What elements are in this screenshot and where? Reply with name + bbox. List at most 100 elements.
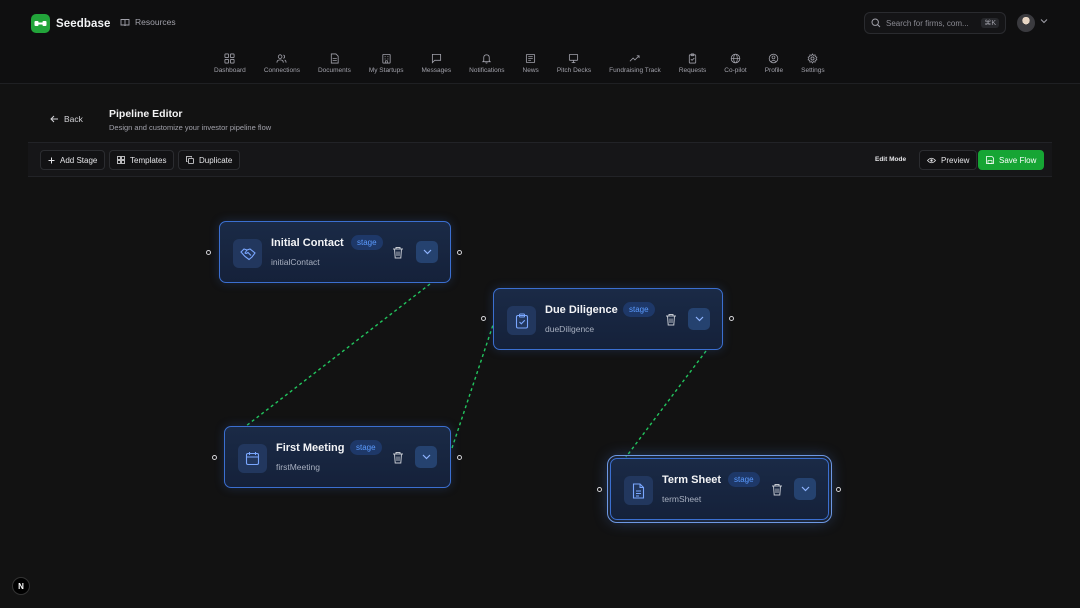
nav-label: Documents — [318, 67, 351, 74]
nav-item-profile[interactable]: Profile — [756, 53, 792, 74]
stage-node-initial-contact[interactable]: Initial Contact stage initialContact — [219, 221, 451, 283]
preview-label: Preview — [941, 156, 969, 165]
search-input[interactable]: Search for firms, com... ⌘K — [864, 12, 1006, 34]
stage-badge: stage — [350, 440, 382, 455]
duplicate-button[interactable]: Duplicate — [178, 150, 240, 170]
stage-node-first-meeting[interactable]: First Meeting stage firstMeeting — [224, 426, 451, 488]
trash-icon[interactable] — [665, 313, 677, 326]
output-handle[interactable] — [729, 316, 734, 321]
plus-icon — [48, 157, 55, 164]
back-button[interactable]: Back — [50, 114, 83, 124]
brand[interactable]: Seedbase — [31, 14, 111, 33]
expand-button[interactable] — [794, 478, 816, 500]
page-subtitle: Design and customize your investor pipel… — [109, 123, 271, 132]
grid-icon — [117, 156, 125, 164]
nav-label: Fundraising Track — [609, 67, 661, 74]
chevron-down-icon[interactable] — [1040, 18, 1048, 24]
nav-label: Settings — [801, 67, 825, 74]
output-handle[interactable] — [836, 487, 841, 492]
edge-first-to-due[interactable] — [452, 325, 493, 448]
nav-item-news[interactable]: News — [514, 53, 548, 74]
nav-label: Messages — [422, 67, 452, 74]
nav-item-pitch-decks[interactable]: Pitch Decks — [548, 53, 600, 74]
node-id: termSheet — [662, 494, 701, 504]
dashboard-icon — [224, 53, 235, 64]
calendar-icon — [238, 444, 267, 473]
trash-icon[interactable] — [392, 451, 404, 464]
nav-item-co-pilot[interactable]: Co-pilot — [715, 53, 755, 74]
output-handle[interactable] — [457, 250, 462, 255]
chevron-down-icon — [423, 249, 432, 255]
file-text-icon — [624, 476, 653, 505]
node-title: Initial Contact — [271, 237, 344, 249]
input-handle[interactable] — [212, 455, 217, 460]
edge-due-to-term[interactable] — [626, 351, 706, 457]
top-bar: Seedbase Resources Search for firms, com… — [0, 0, 1080, 84]
globe-icon — [730, 53, 741, 64]
document-icon — [329, 53, 340, 64]
save-flow-button[interactable]: Save Flow — [978, 150, 1044, 170]
edge-initial-to-first[interactable] — [246, 284, 430, 426]
nav-label: News — [523, 67, 539, 74]
nav-item-requests[interactable]: Requests — [670, 53, 715, 74]
nav-label: Profile — [765, 67, 783, 74]
input-handle[interactable] — [597, 487, 602, 492]
stage-badge: stage — [728, 472, 760, 487]
book-icon — [120, 18, 130, 27]
duplicate-label: Duplicate — [199, 156, 232, 165]
input-handle[interactable] — [481, 316, 486, 321]
templates-button[interactable]: Templates — [109, 150, 174, 170]
gear-icon — [807, 53, 818, 64]
nav-item-dashboard[interactable]: Dashboard — [205, 53, 255, 74]
nav-item-messages[interactable]: Messages — [413, 53, 461, 74]
output-handle[interactable] — [457, 455, 462, 460]
nav-item-settings[interactable]: Settings — [792, 53, 834, 74]
node-id: firstMeeting — [276, 462, 320, 472]
trash-icon[interactable] — [392, 246, 404, 259]
node-id: dueDiligence — [545, 324, 594, 334]
node-title: Due Diligence — [545, 304, 618, 316]
page-title: Pipeline Editor — [109, 108, 183, 120]
message-icon — [431, 53, 442, 64]
stage-node-due-diligence[interactable]: Due Diligence stage dueDiligence — [493, 288, 723, 350]
nav-label: Pitch Decks — [557, 67, 591, 74]
edit-mode-label[interactable]: Edit Mode — [875, 156, 906, 163]
preview-button[interactable]: Preview — [919, 150, 977, 170]
search-icon — [871, 18, 881, 28]
dev-indicator-badge[interactable]: N — [12, 577, 30, 595]
main-nav: Dashboard Connections Documents My Start… — [205, 53, 834, 74]
nav-label: Dashboard — [214, 67, 246, 74]
nav-item-my-startups[interactable]: My Startups — [360, 53, 413, 74]
nav-item-documents[interactable]: Documents — [309, 53, 360, 74]
input-handle[interactable] — [206, 250, 211, 255]
resources-label: Resources — [135, 17, 176, 27]
nav-item-notifications[interactable]: Notifications — [460, 53, 513, 74]
stage-badge: stage — [351, 235, 383, 250]
expand-button[interactable] — [416, 241, 438, 263]
nav-label: Connections — [264, 67, 300, 74]
add-stage-button[interactable]: Add Stage — [40, 150, 105, 170]
stage-badge: stage — [623, 302, 655, 317]
stage-node-term-sheet[interactable]: Term Sheet stage termSheet — [610, 458, 829, 520]
expand-button[interactable] — [415, 446, 437, 468]
node-title: First Meeting — [276, 442, 344, 454]
users-icon — [276, 53, 287, 64]
chevron-down-icon — [695, 316, 704, 322]
save-icon — [986, 156, 994, 164]
save-flow-label: Save Flow — [999, 156, 1036, 165]
nav-label: Notifications — [469, 67, 504, 74]
editor-toolbar: Add Stage Templates Duplicate Edit Mode … — [28, 142, 1052, 177]
search-placeholder: Search for firms, com... — [886, 19, 976, 28]
nav-item-connections[interactable]: Connections — [255, 53, 309, 74]
eye-icon — [927, 157, 936, 164]
nav-label: Requests — [679, 67, 706, 74]
clipboard-icon — [687, 53, 698, 64]
resources-link[interactable]: Resources — [120, 17, 176, 27]
profile-icon — [768, 53, 779, 64]
avatar[interactable] — [1017, 14, 1035, 32]
arrow-left-icon — [50, 115, 59, 123]
search-shortcut: ⌘K — [981, 18, 999, 28]
nav-item-fundraising-track[interactable]: Fundraising Track — [600, 53, 670, 74]
expand-button[interactable] — [688, 308, 710, 330]
trash-icon[interactable] — [771, 483, 783, 496]
